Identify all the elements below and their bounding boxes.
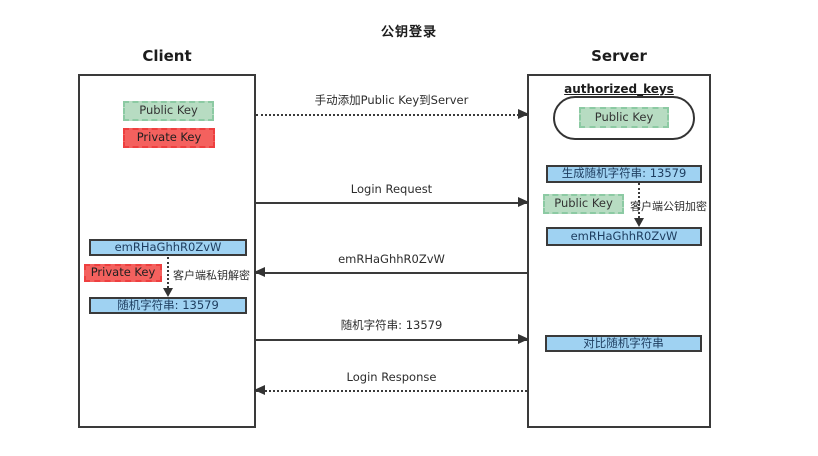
client-lane-label: Client bbox=[142, 47, 192, 65]
client-encrypted-string-box: emRHaGhhR0ZvW bbox=[89, 239, 247, 256]
server-encrypt-arrowhead-icon bbox=[634, 218, 644, 227]
server-encrypted-string-box: emRHaGhhR0ZvW bbox=[546, 227, 702, 246]
message-line bbox=[256, 202, 527, 204]
message-line bbox=[256, 272, 527, 274]
server-lane-label: Server bbox=[591, 47, 647, 65]
message-line bbox=[256, 339, 527, 341]
server-encrypt-arrow-line bbox=[638, 183, 640, 218]
diagram-title: 公钥登录 bbox=[380, 25, 437, 40]
message-label: 手动添加Public Key到Server bbox=[314, 93, 469, 107]
arrowhead-right-icon bbox=[518, 109, 529, 119]
client-decrypt-arrow-line bbox=[167, 257, 169, 288]
arrowhead-left-icon bbox=[254, 267, 265, 277]
server-box: authorized_keys Public Key 生成随机字符串: 1357… bbox=[527, 74, 711, 428]
message-login-response: Login Response bbox=[254, 368, 527, 395]
server-stored-public-key-chip: Public Key bbox=[579, 107, 669, 128]
arrowhead-left-icon bbox=[254, 385, 265, 395]
server-compare-random-box: 对比随机字符串 bbox=[545, 335, 702, 352]
server-encrypt-public-key-chip: Public Key bbox=[543, 194, 624, 214]
client-private-key-chip: Private Key bbox=[123, 128, 215, 148]
message-label: Login Response bbox=[346, 370, 437, 384]
client-decrypt-arrowhead-icon bbox=[163, 288, 173, 297]
message-encrypted-string: emRHaGhhR0ZvW bbox=[254, 250, 527, 277]
message-random-string: 随机字符串: 13579 bbox=[256, 317, 529, 344]
message-manual-add-public-key: 手动添加Public Key到Server bbox=[256, 92, 529, 119]
message-line bbox=[256, 390, 527, 392]
client-box: Public Key Private Key emRHaGhhR0ZvW Pri… bbox=[78, 74, 256, 428]
client-public-key-chip: Public Key bbox=[123, 101, 214, 121]
server-encrypt-note: 客户端公钥加密 bbox=[630, 200, 707, 213]
authorized-keys-label: authorized_keys bbox=[564, 82, 674, 96]
client-random-string-box: 随机字符串: 13579 bbox=[89, 297, 247, 314]
message-label: Login Request bbox=[350, 182, 433, 196]
message-label: 随机字符串: 13579 bbox=[340, 318, 443, 332]
message-login-request: Login Request bbox=[256, 180, 529, 207]
message-label: emRHaGhhR0ZvW bbox=[338, 252, 445, 266]
authorized-keys-store bbox=[553, 96, 695, 140]
server-generate-random-box: 生成随机字符串: 13579 bbox=[546, 165, 702, 183]
arrowhead-right-icon bbox=[518, 334, 529, 344]
message-line bbox=[256, 114, 527, 116]
client-decrypt-note: 客户端私钥解密 bbox=[173, 269, 250, 282]
arrowhead-right-icon bbox=[518, 197, 529, 207]
client-private-key-decrypt-chip: Private Key bbox=[84, 264, 162, 282]
